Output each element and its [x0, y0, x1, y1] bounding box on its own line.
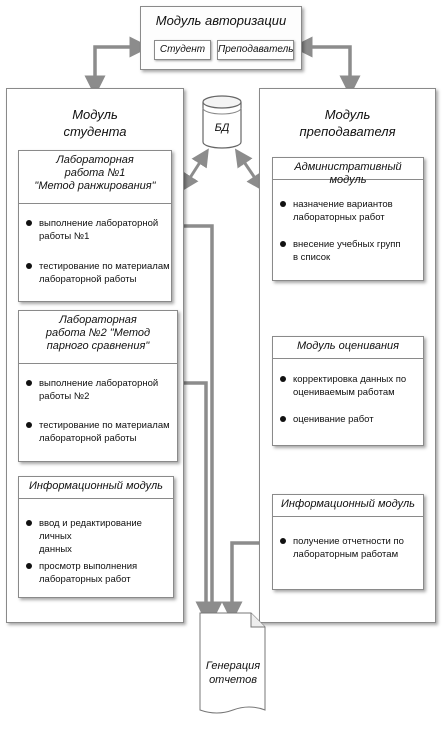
- teacher-info-module: Информационный модуль получение отчетнос…: [272, 494, 424, 590]
- bullet-icon: [280, 538, 286, 544]
- auth-module: Модуль авторизации Студент Преподаватель: [140, 6, 302, 70]
- db-teacher-connector: [234, 148, 265, 192]
- lab2-title-line1: Лабораторная: [59, 314, 137, 326]
- auth-teacher-connector: [291, 36, 361, 97]
- admin-module: Административный модуль назначение вариа…: [272, 157, 424, 281]
- lab2-module: Лабораторная работа №2 "Метод парного ср…: [18, 310, 178, 462]
- report-label-line1: Генерация: [205, 660, 261, 672]
- bullet-icon: [26, 220, 32, 226]
- admin-item: назначение вариантов лабораторных работ: [280, 198, 422, 224]
- lab1-title-line1: Лабораторная: [56, 154, 134, 166]
- bullet-icon: [280, 201, 286, 207]
- bullet-icon: [26, 380, 32, 386]
- bullet-icon: [26, 263, 32, 269]
- bullet-icon: [280, 241, 286, 247]
- lab1-module: Лабораторная работа №1 "Метод ранжирован…: [18, 150, 172, 302]
- lab2-item: тестирование по материалам лабораторной …: [26, 419, 176, 445]
- bullet-icon: [26, 422, 32, 428]
- grading-item: корректировка данных по оцениваемым рабо…: [280, 373, 422, 399]
- teacher-button[interactable]: Преподаватель: [217, 40, 294, 60]
- admin-item: внесение учебных групп в список: [280, 238, 422, 264]
- grading-module: Модуль оценивания корректировка данных п…: [272, 336, 424, 446]
- report-label-line2: отчетов: [209, 674, 257, 686]
- lab1-title-line2: работа №1: [64, 167, 126, 179]
- student-module-title-line2: студента: [63, 124, 127, 139]
- db-student-connector: [181, 148, 209, 192]
- teacher-info-title: Информационный модуль: [273, 495, 423, 517]
- grading-item: оценивание работ: [280, 413, 422, 426]
- auth-module-title: Модуль авторизации: [155, 13, 287, 28]
- teacher-module-title-line1: Модуль: [324, 107, 371, 122]
- teacher-module-title-line2: преподавателя: [299, 124, 396, 139]
- student-info-module: Информационный модуль ввод и редактирова…: [18, 476, 174, 598]
- student-info-item: ввод и редактирование личных данных: [26, 517, 172, 556]
- database-label: БД: [214, 122, 230, 134]
- bullet-icon: [280, 376, 286, 382]
- lab2-title-line2: работа №2 "Метод: [45, 327, 151, 339]
- document-icon: [199, 612, 266, 714]
- bullet-icon: [26, 520, 32, 526]
- database-icon: [202, 95, 242, 149]
- lab2-header: Лабораторная работа №2 "Метод парного ср…: [19, 311, 177, 364]
- student-info-title: Информационный модуль: [19, 477, 173, 499]
- lab1-header: Лабораторная работа №1 "Метод ранжирован…: [19, 151, 171, 204]
- grading-module-title: Модуль оценивания: [273, 337, 423, 359]
- lab2-title-line3: парного сравнения": [46, 340, 150, 352]
- student-button[interactable]: Студент: [154, 40, 211, 60]
- report-document: Генерация отчетов: [199, 612, 267, 720]
- bullet-icon: [26, 563, 32, 569]
- database: БД: [200, 92, 244, 154]
- lab1-title-line3: "Метод ранжирования": [34, 180, 156, 192]
- bullet-icon: [280, 416, 286, 422]
- student-module-title-line1: Модуль: [72, 107, 118, 122]
- auth-student-connector: [84, 36, 151, 97]
- lab1-item: выполнение лабораторной работы №1: [26, 217, 171, 243]
- admin-module-title: Административный модуль: [273, 158, 423, 186]
- lab1-item: тестирование по материалам лабораторной …: [26, 260, 171, 286]
- student-info-item: просмотр выполнения лабораторных работ: [26, 560, 172, 586]
- teacher-info-item: получение отчетности по лабораторным раб…: [280, 535, 422, 561]
- lab2-item: выполнение лабораторной работы №2: [26, 377, 176, 403]
